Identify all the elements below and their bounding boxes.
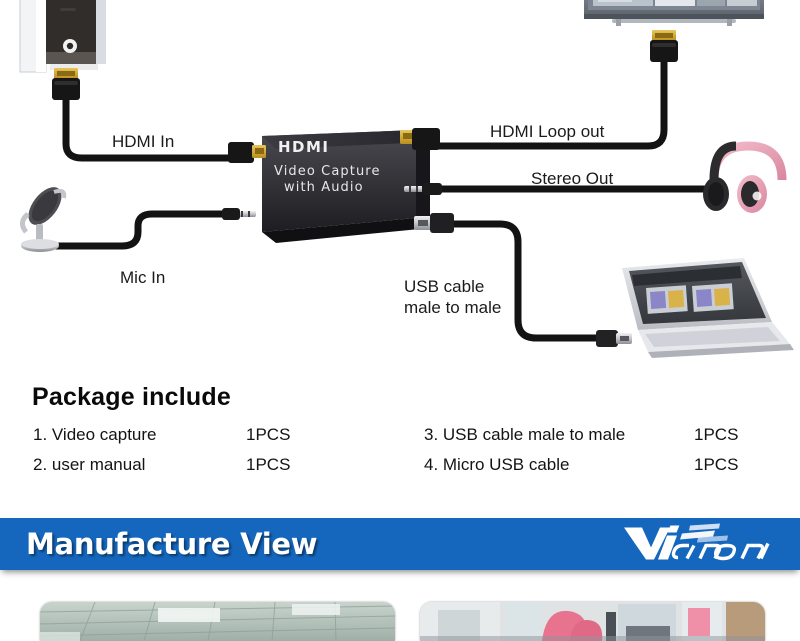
package-item-qty-2: 1PCS [246,454,291,474]
device-brand-text: HDMI [278,138,330,156]
manufacture-view-banner: Manufacture View [0,518,800,570]
label-stereo-out: Stereo Out [531,169,614,188]
microphone [20,187,67,252]
mic-plug-device [222,208,256,220]
cable-usb [436,220,604,342]
manufacture-photos [0,602,800,641]
cable-hdmi-in [62,92,236,162]
manufacture-photo-left [40,602,395,641]
label-hdmi-in: HDMI In [112,132,175,151]
hdmi-plug-device-in [228,142,266,163]
banner-title: Manufacture View [26,527,318,561]
package-item-name-4: 4. Micro USB cable [424,454,570,474]
manufacture-photo-right [420,602,765,641]
package-item-qty-4: 1PCS [694,454,739,474]
usb-plug-laptop [596,330,632,347]
vision-logo [620,522,780,567]
laptop [622,258,794,358]
device-line2: with Audio [284,180,364,195]
package-item-name-3: 3. USB cable male to male [424,425,626,444]
hdmi-plug-device-loop [400,128,440,150]
cable-hdmi-loop-out [428,54,668,150]
connection-diagram: HDMI Video Capture with Audio [19,0,794,358]
package-include-section: Package include 1. Video capture 1PCS 3.… [0,383,800,477]
package-include-title: Package include [32,383,231,411]
device-line1: Video Capture [274,164,381,179]
package-item-qty-3: 1PCS [694,425,739,444]
headphones [703,141,787,213]
game-console [19,0,106,73]
stereo-plug-device [404,183,442,195]
package-item-qty-1: 1PCS [246,425,291,444]
label-usb-cable: USB cable male to male [404,277,502,318]
hdmi-plug-console [52,68,80,100]
video-capture-device: HDMI Video Capture with Audio [262,130,430,243]
cable-mic-in [52,210,240,250]
label-hdmi-loop-out: HDMI Loop out [490,122,605,141]
usb-plug-device [414,213,454,233]
package-include-list: 1. Video capture 1PCS 3. USB cable male … [33,422,778,477]
package-item-name-1: 1. Video capture [33,425,157,444]
label-mic-in: Mic In [120,268,166,287]
hdmi-plug-tv [650,30,678,62]
package-item-name-2: 2. user manual [33,454,146,474]
television [584,0,764,26]
